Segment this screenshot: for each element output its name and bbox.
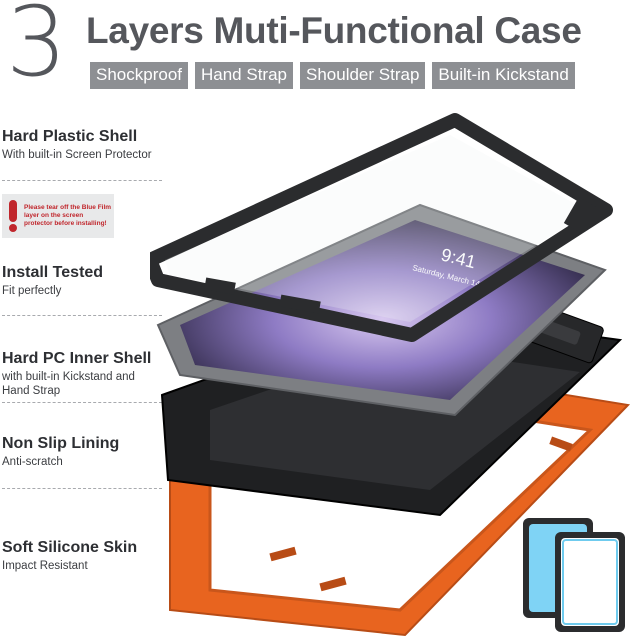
warning-text: Please tear off the Blue Film layer on t… [24,204,112,227]
warning-box: Please tear off the Blue Film layer on t… [2,194,114,238]
feature-subtitle: with built-in Kickstand and Hand Strap [2,371,135,398]
layer-count-number: 3 [6,0,67,98]
feature-hard-pc-inner-shell: Hard PC Inner Shell with built-in Kickst… [2,350,152,399]
feature-install-tested: Install Tested Fit perfectly [2,264,103,298]
hard-plastic-shell-layer [150,113,613,342]
page-title: Layers Muti-Functional Case [86,10,582,51]
divider [2,315,162,316]
tablet-device: Saturday, March 14 9:41 [156,203,607,417]
divider [2,488,162,489]
feature-title: Non Slip Lining [2,435,120,452]
tag-hand-strap: Hand Strap [195,62,293,89]
shell-pair-inset [523,518,625,632]
feature-title: Hard PC Inner Shell [2,350,152,367]
feature-subtitle: Impact Resistant [2,560,88,572]
tag-built-in-kickstand: Built-in Kickstand [432,62,575,89]
feature-hard-plastic-shell: Hard Plastic Shell With built-in Screen … [2,128,152,162]
tag-shoulder-strap: Shoulder Strap [300,62,426,89]
case-layers-illustration: Saturday, March 14 9:41 [150,113,631,637]
feature-title: Hard Plastic Shell [2,128,138,145]
feature-subtitle: With built-in Screen Protector [2,149,152,161]
warning-exclamation-icon [9,200,17,232]
divider [2,180,162,181]
tag-shockproof: Shockproof [90,62,188,89]
warning-note: Please tear off the Blue Film layer on t… [2,194,114,238]
feature-title: Soft Silicone Skin [2,539,138,556]
feature-subtitle: Anti-scratch [2,456,63,468]
feature-non-slip-lining: Non Slip Lining Anti-scratch [2,435,119,469]
feature-soft-silicone-skin: Soft Silicone Skin Impact Resistant [2,539,137,573]
feature-title: Install Tested [2,264,104,281]
feature-subtitle: Fit perfectly [2,285,62,297]
feature-tags: Shockproof Hand Strap Shoulder Strap Bui… [90,62,575,89]
divider [2,402,162,403]
